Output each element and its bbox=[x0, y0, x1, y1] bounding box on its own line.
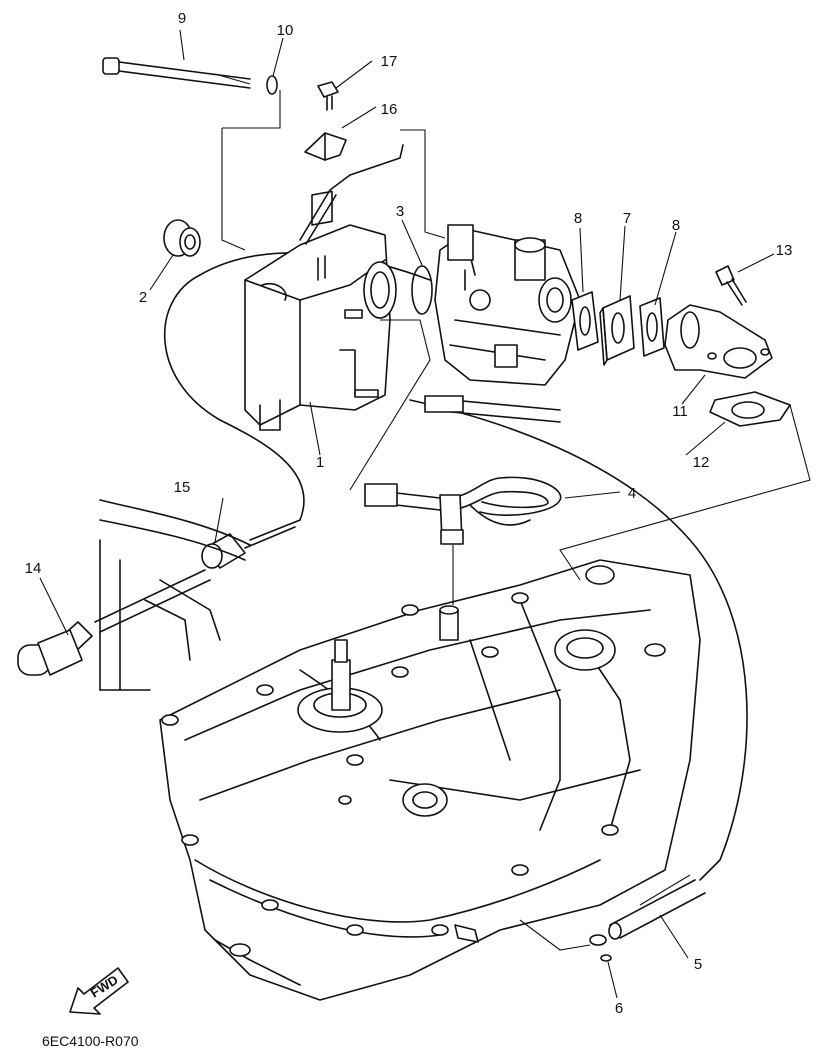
clip-6 bbox=[589, 934, 612, 962]
callout-7: 7 bbox=[623, 210, 631, 227]
callout-8a: 8 bbox=[574, 210, 582, 227]
callout-2: 2 bbox=[139, 289, 147, 306]
fuel-pipe-5 bbox=[608, 874, 706, 940]
bolt-13 bbox=[715, 265, 747, 306]
grommet-2 bbox=[163, 219, 201, 257]
bolt-17 bbox=[317, 81, 339, 111]
spacer-7 bbox=[599, 295, 635, 366]
fwd-arrow-icon: FWD bbox=[69, 967, 129, 1015]
callout-numbers: 1 2 3 4 5 6 7 8 8 9 10 11 12 13 14 15 16… bbox=[25, 10, 793, 1017]
washer-10 bbox=[266, 75, 278, 95]
callout-5: 5 bbox=[694, 956, 702, 973]
gasket-12 bbox=[709, 391, 791, 427]
callout-3: 3 bbox=[396, 203, 404, 220]
lower-cowling bbox=[99, 499, 251, 691]
gasket-8a bbox=[571, 291, 599, 351]
callout-16: 16 bbox=[381, 101, 398, 118]
callout-14: 14 bbox=[25, 560, 42, 577]
leader-lines bbox=[39, 29, 811, 999]
fuel-hose-4 bbox=[364, 395, 562, 545]
callout-10: 10 bbox=[277, 22, 294, 39]
intake-silencer-1 bbox=[244, 190, 397, 431]
intake-manifold-11 bbox=[664, 304, 773, 379]
choke-rod bbox=[299, 144, 404, 245]
bracket-16 bbox=[304, 132, 347, 161]
carburetor bbox=[434, 224, 581, 386]
callout-15: 15 bbox=[174, 479, 191, 496]
callout-13: 13 bbox=[776, 242, 793, 259]
callout-1: 1 bbox=[316, 454, 324, 471]
callout-8b: 8 bbox=[672, 217, 680, 234]
bolt-9 bbox=[102, 57, 251, 89]
callout-17: 17 bbox=[381, 53, 398, 70]
callout-6: 6 bbox=[615, 1000, 623, 1017]
callout-11: 11 bbox=[672, 403, 688, 420]
choke-knob-14 bbox=[17, 569, 211, 676]
o-ring-3 bbox=[411, 265, 433, 315]
engine-block bbox=[159, 559, 701, 1001]
callout-4: 4 bbox=[628, 485, 636, 502]
callout-12: 12 bbox=[693, 454, 710, 471]
callout-9: 9 bbox=[178, 10, 186, 27]
diagram-code: 6EC4100-R070 bbox=[42, 1033, 139, 1049]
cable-clamp-15 bbox=[201, 533, 246, 569]
gasket-8b bbox=[639, 297, 665, 357]
